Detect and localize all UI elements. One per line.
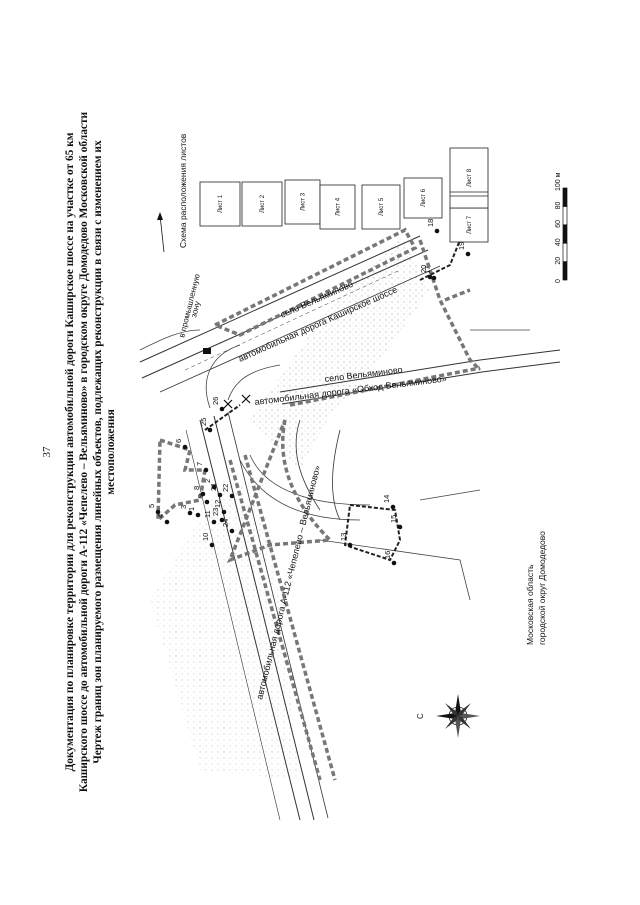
boundary-point-number: 12 [213,500,222,508]
compass-north-letter: С [416,713,425,719]
sheet-label: Лист 4 [336,197,342,216]
boundary-point [219,517,225,523]
region-line-2: городской округ Домодедово [537,531,547,645]
boundary-point [204,499,210,505]
boundary-point-number: 21 [209,483,218,491]
boundary-point [221,509,227,515]
boundary-point-number: 3 [179,505,188,509]
boundary-point-number: 14 [382,495,391,503]
boundary-point-number: 19 [457,242,466,250]
boundary-point-number: 8 [192,486,201,490]
boundary-point [207,427,213,433]
boundary-point-number: 13 [339,533,348,541]
boundary-point-number: 22 [221,484,230,492]
boundary-point-number: 15 [389,515,398,523]
sheet-box [199,181,241,227]
sheet-box [403,177,443,219]
sheet-label: Лист 5 [379,197,385,216]
sheet-scheme-title: Схема расположения листов [178,133,188,248]
direction-arrow [159,214,165,253]
boundary-point-number: 17 [423,266,432,274]
boundary-point-number: 20 [419,265,428,273]
scale-bar-segment [562,187,568,207]
boundary-point [217,492,223,498]
direction-arrowhead [157,212,163,220]
sheet-label: Лист 7 [467,215,473,234]
boundary-point-number: 25 [199,418,208,426]
boundary-point [211,484,217,490]
scale-bar-segment [562,224,568,244]
boundary-point [465,251,471,257]
boundary-point-number: 5 [147,504,156,508]
boundary-point [397,524,403,530]
boundary-point [427,274,433,280]
terrain-area-1 [250,235,430,470]
sheet-box [449,147,489,209]
boundary-point-number: 4 [156,514,165,518]
boundary-point [434,228,440,234]
boundary-point-number: 23 [211,508,220,516]
scale-bar-tick: 40 [555,238,562,246]
compass-rose-icon [436,694,480,738]
boundary-point-number: 18 [426,219,435,227]
boundary-point [431,275,437,281]
zone-contours [204,239,461,562]
boundary-point [390,504,396,510]
boundary-point [209,542,215,548]
region-line-1: Московская область [525,564,535,645]
scale-bar-segment [562,242,568,262]
boundary-point [187,510,193,516]
sheet-label: Лист 2 [260,194,266,213]
sheet-label: Лист 8 [467,168,473,187]
scale-bar: 0 20 40 60 80 100 м [555,172,568,283]
boundary-point-number: 10 [201,533,210,541]
boundary-point-number: 24 [221,519,230,527]
boundary-point-number: 6 [174,439,183,443]
sheet-label: Лист 1 [218,194,224,213]
sheet-box [361,184,401,230]
sheet-label: Лист 6 [421,188,427,207]
scale-bar-tick: 80 [555,202,562,210]
boundary-point [200,491,206,497]
boundary-point [391,560,397,566]
scale-bar-tick: 60 [555,220,562,228]
scale-bar-segment [562,206,568,226]
boundary-point [347,542,353,548]
boundary-point-number: 9 [196,494,205,498]
boundary-point [219,406,225,412]
boundary-point [195,512,201,518]
boundary-point-number: 26 [211,397,220,405]
boundary-point-number: 1 [187,507,196,511]
cross-marks [223,394,251,409]
boundary-point [203,467,209,473]
sheet-box [319,184,356,230]
boundary-point [155,509,161,515]
boundary-point-number: 7 [195,462,204,466]
boundary-point-number: 2 [203,479,212,483]
boundary-point-number: 16 [383,551,392,559]
a112-road [185,411,329,821]
boundary-point [182,444,188,450]
boundary-point [229,493,235,499]
scale-bar-segment [562,261,568,281]
zone-boundaries [156,227,482,781]
direction-label-2: зону [189,300,202,318]
boundary-point-number: 11 [203,510,212,518]
sheet-box [241,181,283,227]
boundary-point [211,519,217,525]
boundary-point [229,528,235,534]
scale-bar-tick: 20 [555,257,562,265]
scale-bar-tick: 100 м [555,172,562,191]
sheet-layout-scheme: Схема расположения листов Лист 1 Лист 2 Ли… [178,133,489,248]
boundary-point [164,519,170,525]
sheet-label: Лист 3 [301,192,307,211]
scale-bar-tick: 0 [555,279,562,283]
building-icon [203,348,211,354]
